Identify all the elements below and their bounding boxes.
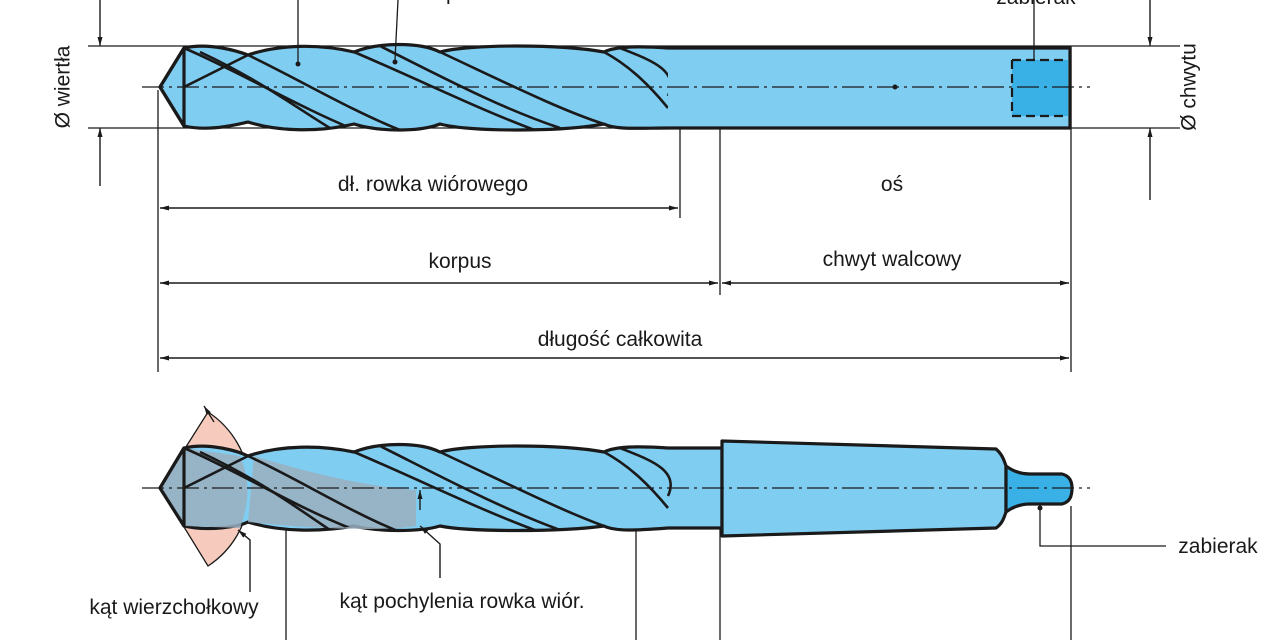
dia-drill-label: Ø wiertła bbox=[52, 45, 75, 128]
flutes bbox=[182, 444, 672, 531]
helix-leader bbox=[419, 525, 441, 578]
helix-angle-label: kąt pochylenia rowka wiór. bbox=[339, 590, 584, 613]
point-angle-label: kąt wierzchołkowy bbox=[89, 596, 259, 619]
flute-length-label: dł. rowka wiórowego bbox=[338, 173, 528, 196]
driver-label: zabierak bbox=[1178, 535, 1258, 558]
flutes bbox=[182, 44, 668, 130]
leader-1-dot bbox=[295, 61, 301, 67]
helix-shade bbox=[248, 456, 416, 529]
shaded-region bbox=[160, 448, 248, 528]
driver-leader-dot bbox=[1037, 505, 1043, 511]
leader-2 bbox=[394, 0, 399, 61]
driver-slot bbox=[1012, 60, 1068, 116]
overall-length-label: długość całkowita bbox=[538, 328, 703, 351]
driver-leader bbox=[1039, 508, 1166, 547]
point-angle-leader bbox=[237, 529, 251, 592]
tang bbox=[1004, 464, 1074, 514]
leader-2-dot bbox=[392, 59, 398, 65]
drill-tip bbox=[158, 446, 186, 528]
driver-slot-outline bbox=[1010, 58, 1068, 118]
top-drill: Ø wiertła Ø chwytu zabierak ł dł. rowka … bbox=[52, 0, 1201, 372]
driver-top-label: zabierak bbox=[996, 0, 1076, 9]
dia-shank-label: Ø chwytu bbox=[1178, 43, 1201, 131]
point-angle-arrow-top bbox=[203, 405, 215, 423]
shank-label: chwyt walcowy bbox=[823, 248, 962, 271]
bottom-drill: kąt wierzchołkowy kąt pochylenia rowka w… bbox=[89, 405, 1258, 640]
axis-marker bbox=[892, 84, 898, 90]
cut-label-left: ł bbox=[446, 0, 451, 9]
body-label: korpus bbox=[428, 250, 491, 273]
axis-label: oś bbox=[881, 173, 903, 196]
